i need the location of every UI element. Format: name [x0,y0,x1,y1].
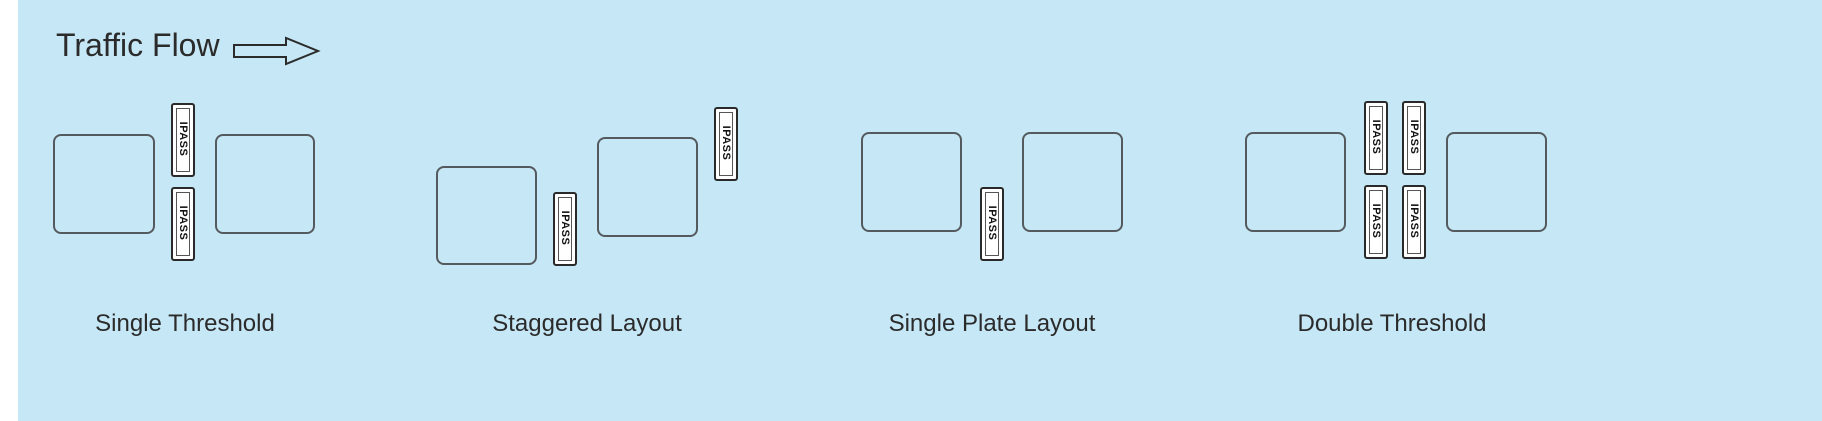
plate-top: IPASS [171,103,195,177]
plate-bottom: IPASS [171,187,195,261]
plate-label: IPASS [720,125,732,161]
plate-label: IPASS [1370,203,1382,239]
cell-right [1446,132,1547,232]
plate-center: IPASS [980,187,1004,261]
traffic-flow-title: Traffic Flow [56,27,220,63]
diagram-panel [18,0,1822,421]
plate-lower: IPASS [553,192,577,266]
cell-right [215,134,315,234]
cell-right [597,137,698,237]
plate-label: IPASS [986,205,998,241]
plate-bottom-right: IPASS [1402,185,1426,259]
plate-label: IPASS [1370,119,1382,155]
plate-label: IPASS [177,121,189,157]
plate-top-right: IPASS [1402,101,1426,175]
cell-left [861,132,962,232]
caption-double-threshold: Double Threshold [1297,310,1487,337]
plate-label: IPASS [559,210,571,246]
cell-right [1022,132,1123,232]
plate-label: IPASS [177,205,189,241]
plate-label: IPASS [1408,203,1420,239]
cell-left [53,134,155,234]
cell-left [1245,132,1346,232]
caption-single-plate-layout: Single Plate Layout [888,310,1096,337]
plate-top-left: IPASS [1364,101,1388,175]
plate-label: IPASS [1408,119,1420,155]
plate-upper: IPASS [714,107,738,181]
caption-single-threshold: Single Threshold [95,310,275,337]
arrow-right-icon [233,36,321,66]
plate-bottom-left: IPASS [1364,185,1388,259]
cell-left [436,166,537,265]
caption-staggered-layout: Staggered Layout [492,310,682,337]
